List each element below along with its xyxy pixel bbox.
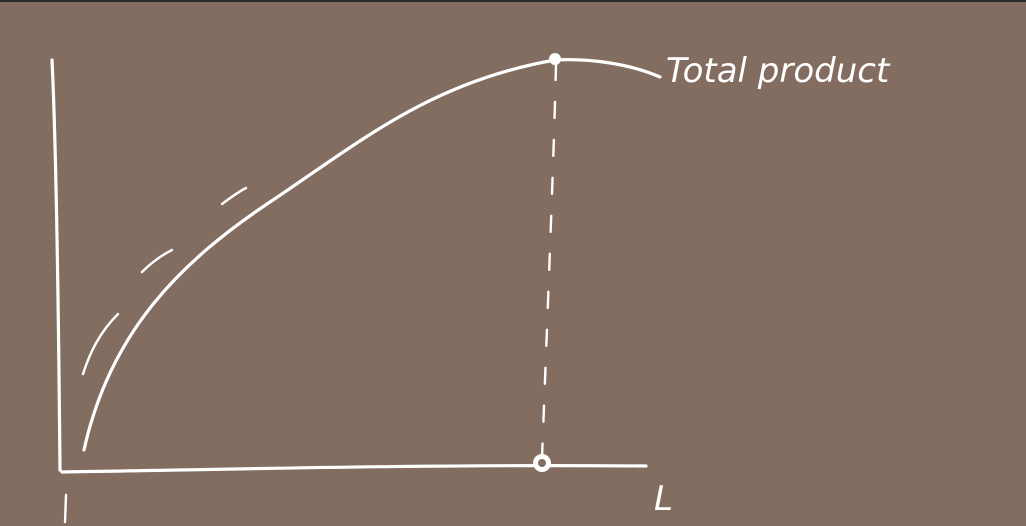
origin-tick — [63, 493, 68, 524]
tangent-dash-2 — [140, 248, 174, 274]
x-axis-point-center — [538, 459, 546, 467]
x-axis-label: L — [654, 479, 673, 519]
total-product-curve — [82, 58, 662, 452]
x-axis — [60, 464, 648, 474]
max-point-marker — [549, 53, 561, 65]
tangent-dash-1 — [81, 312, 120, 376]
curve-label: Total product — [666, 51, 891, 91]
tangent-dash-3 — [220, 186, 248, 206]
y-axis — [50, 58, 62, 472]
max-dashed-line — [540, 62, 558, 460]
